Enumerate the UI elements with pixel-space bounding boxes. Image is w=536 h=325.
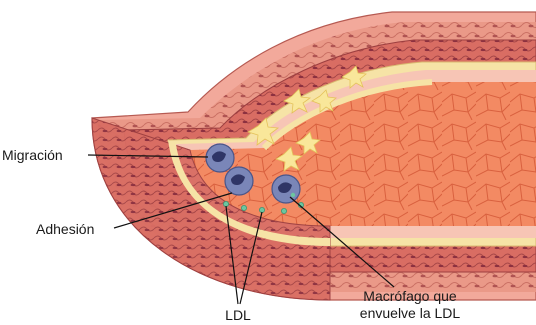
label-ldl: LDL bbox=[225, 307, 251, 323]
label-macrophage-line1: Macrófago que bbox=[363, 288, 457, 304]
leukocyte-cell-icon bbox=[225, 167, 253, 195]
leukocyte-cell-icon bbox=[272, 175, 300, 203]
label-adhesion: Adhesión bbox=[36, 221, 94, 237]
label-macrophage-line2: envuelve la LDL bbox=[360, 305, 461, 321]
leukocyte-cell-icon bbox=[206, 144, 234, 172]
label-migration: Migración bbox=[2, 147, 63, 163]
